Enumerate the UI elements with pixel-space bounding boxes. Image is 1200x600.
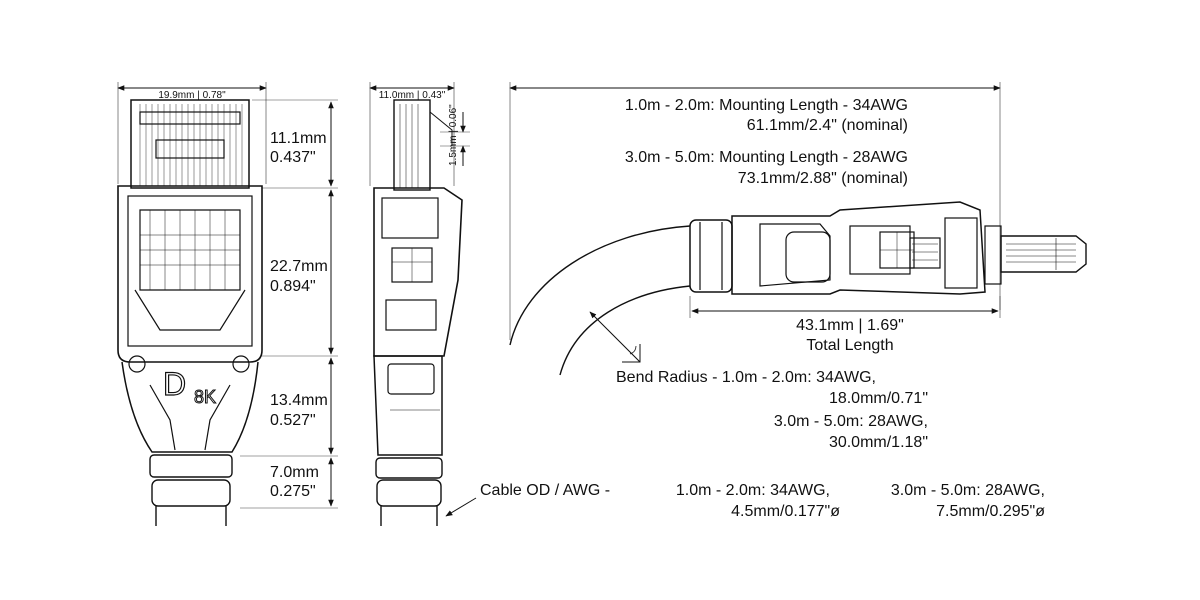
front-width-dimension [117, 82, 267, 184]
front-width-label: 19.9mm | 0.78" [158, 90, 226, 101]
dim-collar-mm: 7.0mm [270, 464, 319, 481]
mounting-length-dimension [509, 82, 1001, 340]
bend-radius-line2: 18.0mm/0.71" [828, 390, 928, 407]
front-height-dimensions [240, 99, 338, 509]
bend-radius-line1: Bend Radius - 1.0m - 2.0m: 34AWG, [616, 369, 876, 386]
front-view-connector [117, 99, 263, 526]
total-length-caption: Total Length [806, 337, 894, 354]
side-tab-dimension [440, 112, 470, 166]
dim-body-in: 0.894" [270, 278, 316, 295]
total-length-dimension [689, 296, 1001, 318]
cable-od-b-line2: 7.5mm/0.295"ø [936, 503, 1045, 520]
cable-od-label: Cable OD / AWG - [480, 482, 611, 499]
front-logo-letter: D [163, 366, 186, 402]
dim-boot-mm: 13.4mm [270, 392, 328, 409]
dim-tip-in: 0.437" [270, 149, 316, 166]
mount-28-line2: 73.1mm/2.88" (nominal) [737, 170, 908, 187]
side-tab-label: 1.5mm | 0.06" [448, 104, 459, 166]
dim-body-mm: 22.7mm [270, 258, 328, 275]
front-logo-text: 8K [194, 387, 216, 407]
bend-radius-line4: 30.0mm/1.18" [828, 434, 928, 451]
bend-radius-line3: 3.0m - 5.0m: 28AWG, [773, 413, 928, 430]
side-view-connector [373, 99, 463, 526]
side-width-label: 11.0mm | 0.43" [378, 90, 446, 101]
cable-od-b-line1: 3.0m - 5.0m: 28AWG, [890, 482, 1045, 499]
mount-34-line1: 1.0m - 2.0m: Mounting Length - 34AWG [624, 97, 908, 114]
cable-od-a-line2: 4.5mm/0.177"ø [731, 503, 840, 520]
dim-boot-in: 0.527" [270, 412, 316, 429]
side-width-dimension [369, 82, 455, 186]
dim-collar-in: 0.275" [270, 483, 316, 500]
bend-radius-leader [589, 311, 641, 363]
cable-od-leader [445, 497, 477, 517]
mount-28-line1: 3.0m - 5.0m: Mounting Length - 28AWG [624, 149, 908, 166]
mount-34-line2: 61.1mm/2.4" (nominal) [746, 117, 908, 134]
total-length-value: 43.1mm | 1.69" [796, 317, 904, 334]
dim-tip-mm: 11.1mm [270, 130, 327, 147]
cable-od-a-line1: 1.0m - 2.0m: 34AWG, [675, 482, 830, 499]
bent-cable [509, 225, 691, 376]
horizontal-connector [689, 201, 1087, 295]
